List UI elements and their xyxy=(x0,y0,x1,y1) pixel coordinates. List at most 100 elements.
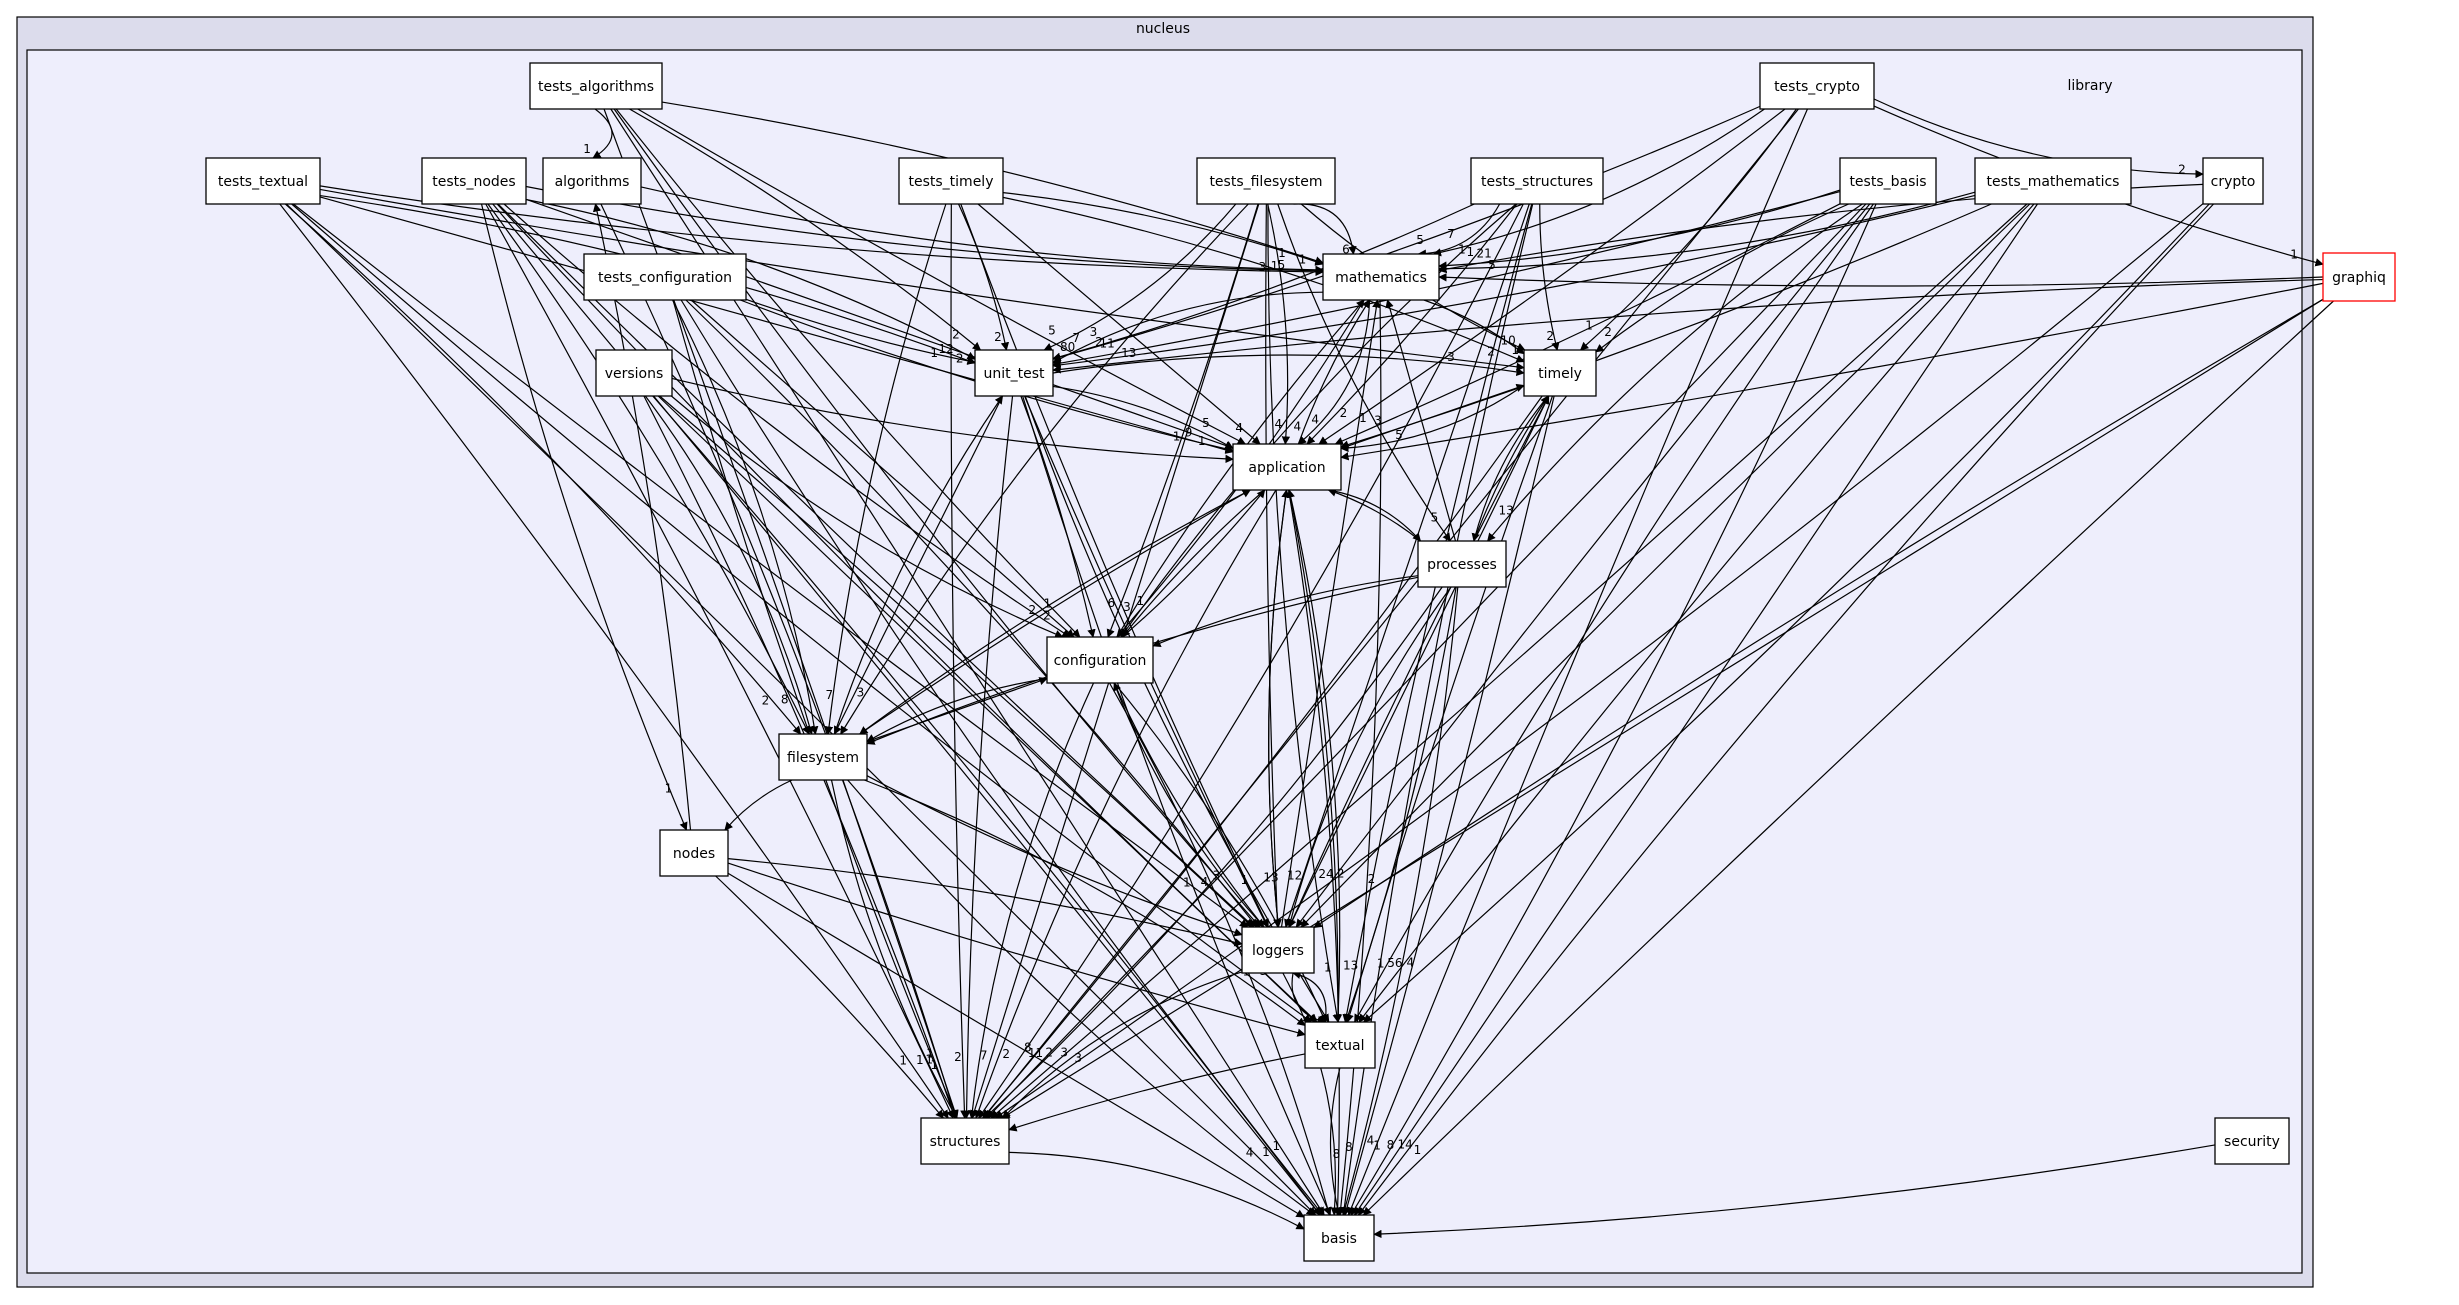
edge-label-crypto-to-structures: 3 xyxy=(1060,1045,1068,1059)
node-tests_algorithms[interactable]: tests_algorithms xyxy=(529,62,663,110)
node-tests_structures-box xyxy=(1470,157,1604,205)
node-versions[interactable]: versions xyxy=(595,349,673,397)
node-timely[interactable]: timely xyxy=(1523,349,1597,397)
edge-filesystem-to-configuration xyxy=(866,677,1048,743)
edge-tests_filesystem-to-loggers xyxy=(1265,203,1282,928)
edge-filesystem-to-nodes xyxy=(724,779,793,831)
node-tests_nodes[interactable]: tests_nodes xyxy=(421,157,527,205)
edge-algorithms-to-mathematics xyxy=(640,186,1324,275)
node-textual-label: textual xyxy=(1316,1038,1365,1054)
node-tests_configuration[interactable]: tests_configuration xyxy=(583,253,747,301)
node-configuration[interactable]: configuration xyxy=(1046,636,1154,684)
node-crypto-box xyxy=(2202,157,2264,205)
edge-graphiq-to-basis xyxy=(1362,300,2334,1216)
edge-tests_basis-to-unit_test xyxy=(1052,190,1841,368)
edge-label-tests_basis-to-loggers: 24 xyxy=(1318,867,1333,881)
node-security-box xyxy=(2214,1117,2290,1165)
node-basis-label: basis xyxy=(1321,1231,1357,1247)
node-mathematics[interactable]: mathematics xyxy=(1322,253,1440,301)
edge-loggers-to-structures xyxy=(1002,971,1243,1119)
node-tests_textual[interactable]: tests_textual xyxy=(205,157,321,205)
node-processes[interactable]: processes xyxy=(1417,540,1507,588)
edge-label-graphiq-to-unit_test: 13 xyxy=(1121,346,1136,360)
edge-label-tests_nodes-to-mathematics: 1 xyxy=(1271,259,1279,273)
edge-tests_textual-to-structures xyxy=(279,203,949,1119)
edge-label-tests_configuration-to-application: 1 xyxy=(1198,434,1206,448)
edge-label-tests_structures-to-timely: 2 xyxy=(1546,329,1554,343)
edge-label-tests_crypto-to-structures: 8 xyxy=(1024,1041,1032,1055)
edge-tests_configuration-to-loggers xyxy=(685,299,1258,928)
edge-label-tests_filesystem-to-unit_test: 5 xyxy=(1048,324,1056,338)
node-tests_basis-label: tests_basis xyxy=(1849,174,1926,190)
node-filesystem-box xyxy=(778,733,868,781)
edge-label-tests_nodes-to-application: 9 xyxy=(1185,426,1193,440)
edge-label-graphiq-to-loggers: 2 xyxy=(1368,872,1376,886)
edge-label-tests_nodes-to-structures: 1 xyxy=(916,1053,924,1067)
edge-textual-to-structures xyxy=(1008,1053,1306,1132)
node-processes-label: processes xyxy=(1427,557,1497,573)
node-structures[interactable]: structures xyxy=(920,1117,1010,1165)
edge-label-tests_timely-to-structures: 2 xyxy=(954,1050,962,1064)
edge-tests_algorithms-to-algorithms xyxy=(592,108,613,159)
node-nodes-box xyxy=(659,829,729,877)
node-tests_configuration-box xyxy=(583,253,747,301)
node-tests_basis[interactable]: tests_basis xyxy=(1839,157,1937,205)
node-loggers[interactable]: loggers xyxy=(1241,926,1315,974)
node-processes-box xyxy=(1417,540,1507,588)
edge-application-to-structures xyxy=(974,489,1277,1119)
edge-tests_filesystem-to-textual xyxy=(1267,203,1341,1023)
node-filesystem[interactable]: filesystem xyxy=(778,733,868,781)
edge-versions-to-filesystem xyxy=(644,395,814,735)
edge-loggers-to-application xyxy=(1268,489,1290,928)
edge-tests_nodes-to-structures xyxy=(485,203,954,1119)
node-tests_timely[interactable]: tests_timely xyxy=(898,157,1004,205)
node-textual[interactable]: textual xyxy=(1304,1021,1376,1069)
node-crypto[interactable]: crypto xyxy=(2202,157,2264,205)
edge-filesystem-to-application xyxy=(859,489,1251,735)
edge-tests_crypto-to-basis xyxy=(1347,108,1809,1216)
node-nodes[interactable]: nodes xyxy=(659,829,729,877)
edge-tests_configuration-to-filesystem xyxy=(672,299,819,735)
edge-label-tests_mathematics-to-structures: 2 xyxy=(1045,1046,1053,1060)
edge-tests_nodes-to-loggers xyxy=(497,203,1255,928)
edge-label-tests_structures-to-unit_test: 7 xyxy=(1072,331,1080,345)
edge-tests_timely-to-filesystem xyxy=(824,203,947,735)
edge-tests_timely-to-loggers xyxy=(960,203,1269,928)
edge-tests_algorithms-to-application xyxy=(637,108,1247,445)
edge-tests_structures-to-timely xyxy=(1539,203,1560,351)
edge-label-algorithms-to-structures: 1 xyxy=(925,1052,933,1066)
node-unit_test[interactable]: unit_test xyxy=(974,349,1054,397)
edge-application-to-configuration xyxy=(1121,489,1266,638)
edge-tests_crypto-to-mathematics xyxy=(1432,108,1765,257)
edge-loggers-to-basis xyxy=(1282,972,1339,1216)
edge-graphiq-to-loggers xyxy=(1313,298,2324,929)
edge-label-tests_algorithms-to-structures: 1 xyxy=(926,1046,934,1060)
node-basis[interactable]: basis xyxy=(1303,1214,1375,1262)
edge-application-to-basis xyxy=(1287,489,1342,1216)
node-application[interactable]: application xyxy=(1232,443,1342,491)
edge-label-tests_mathematics-to-application: 3 xyxy=(1374,414,1382,428)
edge-label-tests_textual-to-structures: 1 xyxy=(899,1054,907,1068)
edge-tests_structures-to-structures xyxy=(978,203,1524,1119)
node-graphiq[interactable]: graphiq xyxy=(2322,252,2396,302)
edge-label-tests_basis-to-basis: 1 xyxy=(1373,1139,1381,1153)
edge-label-tests_mathematics-to-textual: 56 xyxy=(1387,956,1402,970)
edge-label-tests_textual-to-application: 1 xyxy=(1173,429,1181,443)
cluster-nucleus-label: nucleus xyxy=(1136,21,1190,37)
cluster-library-label: library xyxy=(2067,78,2112,94)
edge-label-tests_mathematics-to-loggers: 2 xyxy=(1337,866,1345,880)
edge-tests_textual-to-application xyxy=(319,196,1234,454)
node-tests_filesystem[interactable]: tests_filesystem xyxy=(1196,157,1336,205)
node-tests_crypto[interactable]: tests_crypto xyxy=(1759,62,1875,110)
edge-tests_structures-to-textual xyxy=(1342,203,1533,1023)
edge-application-to-timely xyxy=(1340,383,1525,449)
node-tests_mathematics[interactable]: tests_mathematics xyxy=(1974,157,2132,205)
node-algorithms[interactable]: algorithms xyxy=(542,157,642,205)
node-security[interactable]: security xyxy=(2214,1117,2290,1165)
node-security-label: security xyxy=(2224,1134,2280,1150)
edge-label-tests_structures-to-mathematics: 5 xyxy=(1416,233,1424,247)
edge-filesystem-to-structures xyxy=(830,779,958,1119)
node-mathematics-box xyxy=(1322,253,1440,301)
node-tests_structures[interactable]: tests_structures xyxy=(1470,157,1604,205)
edge-loggers-to-timely xyxy=(1288,395,1550,928)
